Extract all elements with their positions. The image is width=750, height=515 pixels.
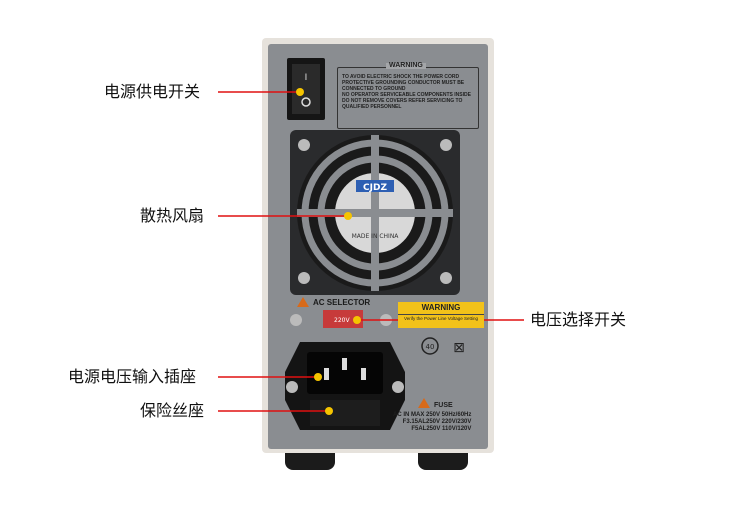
callout-power-inlet: 电源电压输入插座: [68, 367, 197, 386]
fuse-spec: AC IN MAX 250V 50Hz/60Hz: [393, 412, 472, 418]
voltage-warning-label: WARNING Verify the Power Line Voltage Se…: [398, 302, 484, 328]
marker-dot: [353, 316, 361, 324]
voltage-selector-switch: [323, 310, 363, 328]
svg-text:MADE IN CHINA: MADE IN CHINA: [352, 233, 400, 240]
fuse-spec: F3.15AL250V 220V/230V: [402, 419, 472, 425]
fuse-label: FUSE: [434, 402, 453, 409]
warning-line: QUALIFIED PERSONNEL: [342, 104, 402, 110]
callout-fuse-holder: 保险丝座: [140, 401, 205, 420]
svg-text:CJDZ: CJDZ: [363, 183, 387, 193]
marker-dot: [325, 407, 333, 415]
warning-line: CONNECTED TO GROUND: [342, 86, 406, 92]
callout-voltage-selector: 电压选择开关: [530, 310, 627, 329]
callout-power-switch: 电源供电开关: [104, 82, 201, 101]
marker-dot: [344, 212, 352, 220]
marker-dot: [314, 373, 322, 381]
fuse-holder: [310, 400, 380, 426]
callout-cooling-fan: 散热风扇: [140, 206, 205, 225]
warning-title: WARNING: [386, 62, 426, 69]
svg-text:I: I: [305, 73, 308, 83]
warning-label: WARNING TO AVOID ELECTRIC SHOCK THE POWE…: [337, 62, 479, 129]
warning-line: PROTECTIVE GROUNDING CONDUCTOR MUST BE: [342, 80, 465, 86]
svg-text:⊠: ⊠: [453, 340, 465, 356]
fuse-specs: AC IN MAX 250V 50Hz/60Hz F3.15AL250V 220…: [393, 412, 471, 433]
warning-line: TO AVOID ELECTRIC SHOCK THE POWER CORD: [342, 74, 460, 80]
svg-text:AC SELECTOR: AC SELECTOR: [313, 298, 370, 307]
cooling-fan: CJDZ MADE IN CHINA: [290, 130, 460, 295]
fuse-spec: F5AL250V 110V/120V: [411, 426, 472, 432]
voltage-warning-title: WARNING: [398, 302, 484, 315]
voltage-warning-text: Verify the Power Line Voltage Setting: [403, 316, 479, 321]
warning-line: DO NOT REMOVE COVERS REFER SERVICING TO: [342, 98, 463, 104]
svg-text:220V: 220V: [334, 317, 350, 324]
marker-dot: [296, 88, 304, 96]
svg-text:40: 40: [426, 343, 435, 351]
warning-line: NO OPERATOR SERVICEABLE COMPONENTS INSID…: [342, 92, 471, 98]
